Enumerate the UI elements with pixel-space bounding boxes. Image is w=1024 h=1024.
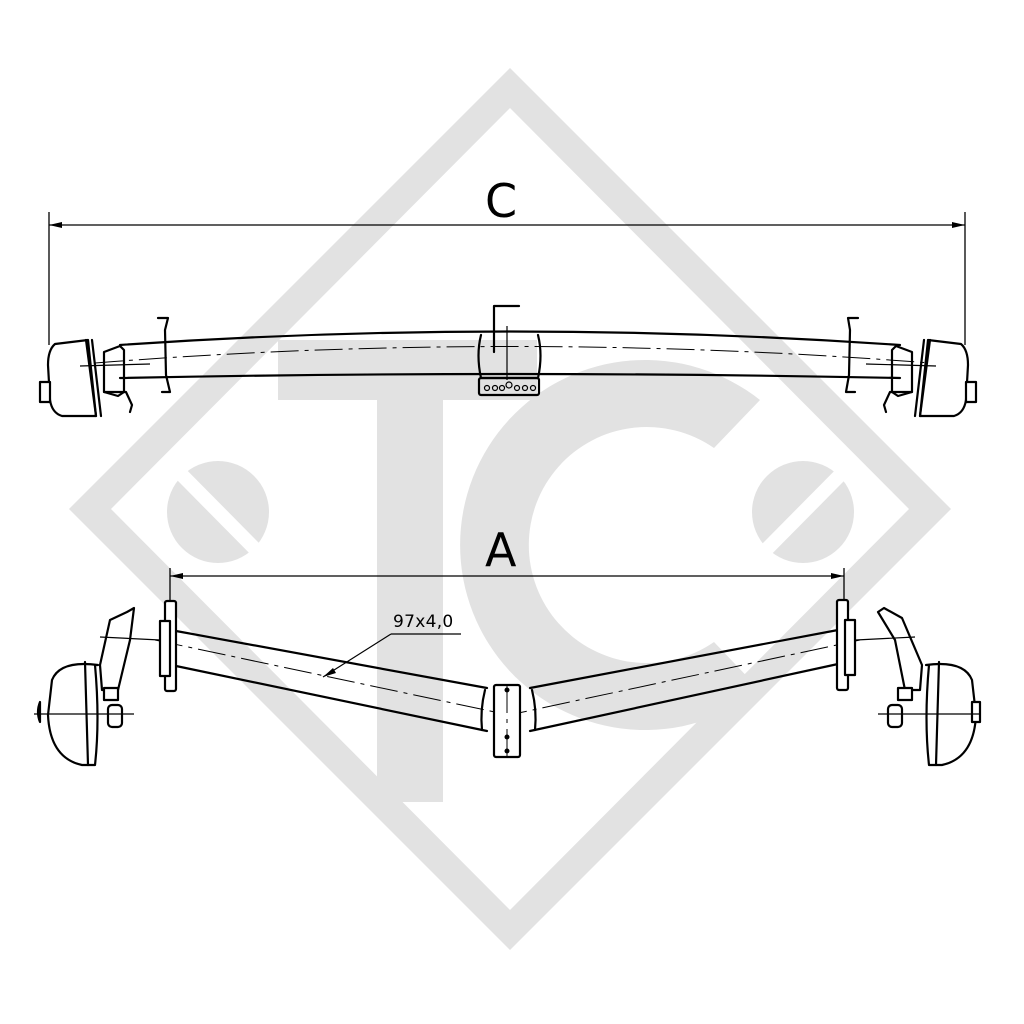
right-wheel-hub-top [865,338,978,418]
left-mount-bracket [156,316,172,394]
watermark-right-circle [752,461,854,563]
center-bracket-top [477,304,542,397]
dimension-c-label: C [485,174,518,228]
left-mount-plate [158,599,178,693]
tube-profile-note: 97x4,0 [393,612,454,632]
left-wheel-hub-top [38,338,151,418]
dimension-a-line [169,568,845,600]
dimension-a-label: A [485,523,517,577]
watermark-c [460,360,760,730]
center-bracket-front [492,683,522,759]
top-axle-view [38,304,978,418]
right-mount-bracket [844,316,860,394]
front-axle-view [34,598,982,767]
tube-profile-leader [322,633,461,678]
watermark-t-stem [377,340,443,802]
left-wheel-hub-front [34,606,161,767]
right-mount-plate [835,598,857,692]
watermark-left-circle [167,461,269,563]
dimension-c-line [48,212,966,345]
watermark-diamond [69,68,951,950]
right-wheel-hub-front [855,606,982,767]
